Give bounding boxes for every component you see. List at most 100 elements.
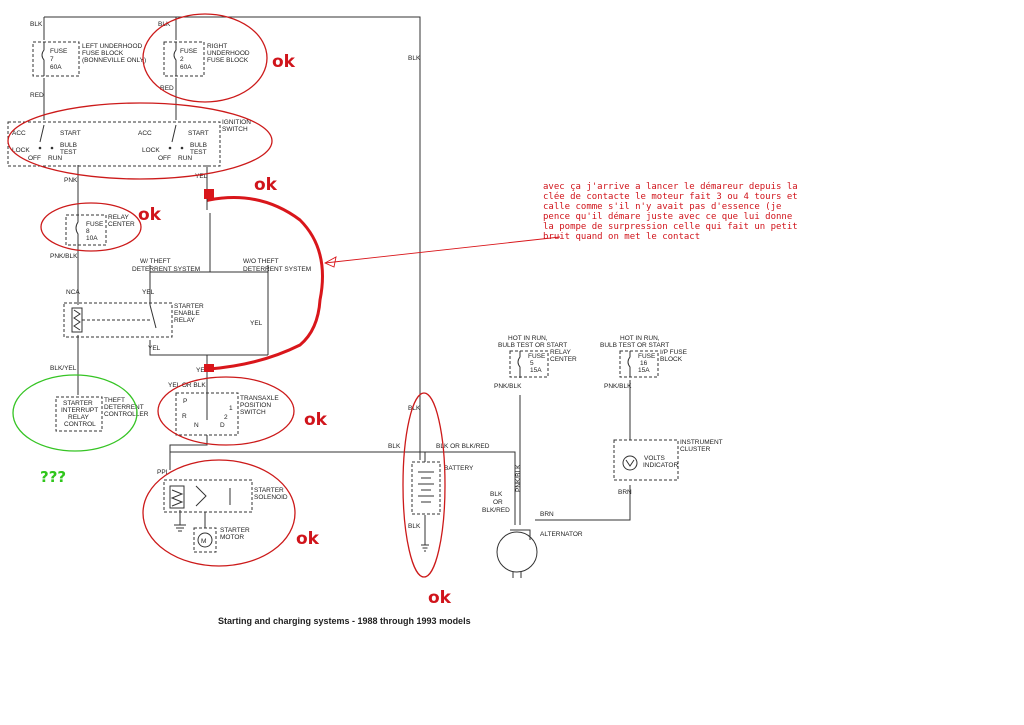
battery-label: BATTERY [444, 465, 474, 472]
left-block-label-2: FUSE BLOCK [82, 50, 124, 57]
battery: BLK BLK BLK OR BLK/RED BATTERY BLK [388, 405, 490, 530]
fuse2-name: FUSE [180, 48, 198, 55]
left-block-label-1: LEFT UNDERHOOD [82, 43, 142, 50]
wire-label-blk-bus: BLK [388, 443, 401, 450]
right-block-label-1: RIGHT [207, 43, 227, 50]
alt-blk-2: OR [493, 499, 503, 506]
ign-start-left: START [60, 130, 81, 137]
ip-block-2: BLOCK [660, 356, 683, 363]
ign-acc-left: ACC [12, 130, 26, 137]
note-line-2: clée de contacte le moteur fait 3 ou 4 t… [543, 191, 798, 202]
fuse8-num: 8 [86, 228, 90, 235]
hot2-line-2: BULB TEST OR START [600, 342, 669, 349]
ign-lock-mid: LOCK [142, 147, 160, 154]
fuse5-amp: 15A [530, 367, 542, 374]
theft-ctrl-1: STARTER [63, 400, 93, 407]
wire-label-blk-3: BLK [408, 55, 421, 62]
alt-blk-3: BLK/RED [482, 507, 510, 514]
theft-ctrl-7: CONTROLLER [104, 411, 149, 418]
fuse16-name: FUSE [638, 353, 656, 360]
diagram-caption: Starting and charging systems - 1988 thr… [218, 616, 471, 626]
instrument-cluster: VOLTS INDICATOR INSTRUMENT CLUSTER BRN [613, 439, 723, 496]
wire-label-blk-bat-low: BLK [408, 523, 421, 530]
wire-label-nca: NCA [66, 289, 80, 296]
ok-label-2: ok [254, 175, 278, 195]
hot2-line-1: HOT IN RUN, [620, 335, 660, 342]
ign-label-1: IGNITION [222, 119, 251, 126]
wire-label-blk-bat: BLK [408, 405, 421, 412]
wire-label-yel-top: YEL [195, 173, 208, 180]
note-line-1: avec ça j'arrive a lancer le démareur de… [543, 181, 798, 192]
trans-2: 2 [224, 414, 228, 421]
right-block-label-2: UNDERHOOD [207, 50, 250, 57]
ign-bulb-mid: BULB [190, 142, 207, 149]
trans-1: 1 [229, 405, 233, 412]
ign-acc-mid: ACC [138, 130, 152, 137]
starter-enable-2: ENABLE [174, 310, 200, 317]
trans-p: P [183, 398, 187, 405]
ok-label-3: ok [138, 205, 162, 225]
trans-label-2: POSITION [240, 402, 271, 409]
fuse5-num: 5 [530, 360, 534, 367]
starter-assembly: PPL STARTER SOLENOID M STARTER MOTOR [157, 469, 288, 553]
wire-label-yel-relay: YEL [142, 289, 155, 296]
fuse-2-block: FUSE 2 60A RIGHT UNDERHOOD FUSE BLOCK [163, 41, 250, 77]
volts-label-1: VOLTS [644, 455, 665, 462]
fuse-7-block: FUSE 7 60A LEFT UNDERHOOD FUSE BLOCK (BO… [32, 41, 146, 77]
trans-d: D [220, 422, 225, 429]
fuse16-num: 16 [640, 360, 648, 367]
trans-n: N [194, 422, 199, 429]
theft-ctrl-3: RELAY [68, 414, 89, 421]
ign-bulb-left: BULB [60, 142, 77, 149]
solenoid-label-1: STARTER [254, 487, 284, 494]
ok-label-5: ok [296, 529, 320, 549]
fuse-16: HOT IN RUN, BULB TEST OR START FUSE 16 1… [600, 335, 688, 390]
starter-enable-relay: STARTER ENABLE RELAY [63, 302, 204, 338]
theft-ctrl-2: INTERRUPT [61, 407, 98, 414]
hot1-line-1: HOT IN RUN, [508, 335, 548, 342]
ign-run-mid: RUN [178, 155, 192, 162]
note-line-4: pence qu'il démare juste avec ce que lui… [543, 211, 792, 222]
relay-center-2: CENTER [108, 221, 135, 228]
fuse8-name: FUSE [86, 221, 104, 228]
trans-label-3: SWITCH [240, 409, 266, 416]
wire-label-ppl: PPL [157, 469, 170, 476]
solenoid-label-2: SOLENOID [254, 494, 288, 501]
wire-label-blk-1: BLK [30, 21, 43, 28]
wire-label-red-2: RED [160, 85, 174, 92]
alternator-label: ALTERNATOR [540, 531, 583, 538]
ign-off-mid: OFF [158, 155, 171, 162]
right-block-label-3: FUSE BLOCK [207, 57, 249, 64]
wire-label-pnk: PNK [64, 177, 78, 184]
red-annotations: ok ok ok ok ok ok ??? avec ça j'arrive a… [7, 13, 798, 608]
ign-start-mid: START [188, 130, 209, 137]
note-line-3: calle comme s'il n'y avait pas d'essence… [543, 202, 781, 212]
ign-off-left: OFF [28, 155, 41, 162]
alt-brn: BRN [540, 511, 554, 518]
trans-label-1: TRANSAXLE [240, 395, 279, 402]
wire-label-blk-or-red: BLK OR BLK/RED [436, 443, 490, 450]
fuse16-amp: 15A [638, 367, 650, 374]
ignition-switch: ACC START ACC START IGNITION SWITCH LOCK… [7, 119, 251, 167]
wire-label-yel-junction: YEL [196, 367, 209, 374]
wo-theft-1: W/O THEFT [243, 258, 279, 265]
note-line-6: bruit quand on met le contact [543, 232, 700, 242]
ok-label-1: ok [272, 52, 296, 72]
fuse7-name: FUSE [50, 48, 68, 55]
w-theft-2: DETERRENT SYSTEM [132, 266, 200, 273]
french-note: avec ça j'arrive a lancer le démareur de… [543, 181, 798, 242]
ign-lock-left: LOCK [12, 147, 30, 154]
ok-label-6: ok [428, 588, 452, 608]
fuse8-amp: 10A [86, 235, 98, 242]
wiring [43, 16, 631, 552]
wire-label-blk-yel: BLK/YEL [50, 365, 77, 372]
theft-ctrl-5: THEFT [104, 397, 125, 404]
trans-r: R [182, 413, 187, 420]
alt-blk-1: BLK [490, 491, 503, 498]
note-line-5: la pompe de surpression celle qui fait u… [543, 222, 798, 232]
volts-label-2: INDICATOR [643, 462, 678, 469]
fuse7-num: 7 [50, 56, 54, 63]
wire-label-yel-right: YEL [250, 320, 263, 327]
relay-center-b1: RELAY [550, 349, 571, 356]
